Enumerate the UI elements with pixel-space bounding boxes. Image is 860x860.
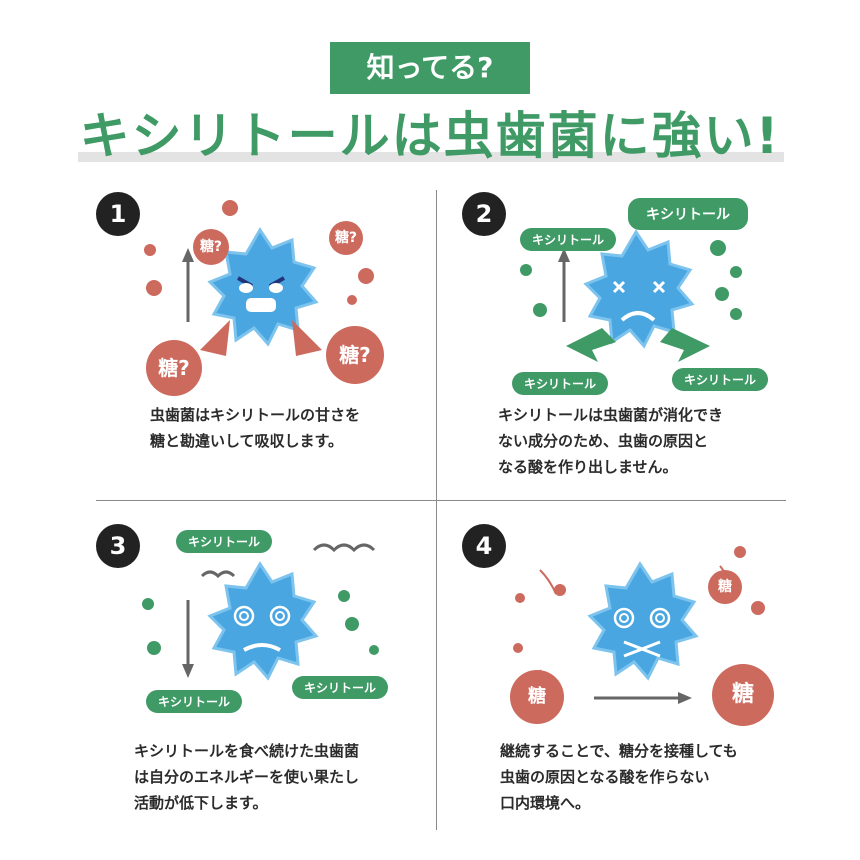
xylitol-tag: キシリトール xyxy=(512,372,609,395)
horizontal-divider xyxy=(96,500,786,501)
caption-2: キシリトールは虫歯菌が消化でき ない成分のため、虫歯の原因と なる酸を作り出しま… xyxy=(498,406,724,476)
xylitol-tag: キシリトール xyxy=(176,530,273,553)
caption-4: 継続することで、糖分を接種しても 虫歯の原因となる酸を作らない 口内環境へ。 xyxy=(500,742,738,812)
bacteria-defeated-illustration xyxy=(520,229,742,362)
caption-3: キシリトールを食べ続けた虫歯菌 は自分のエネルギーを使い果たし 活動が低下します… xyxy=(134,742,360,812)
step-number-4: 4 xyxy=(462,524,506,568)
caption-1: 虫歯菌はキシリトールの甘さを 糖と勘違いして吸収します。 xyxy=(150,406,361,450)
bacteria-angry-illustration xyxy=(144,200,374,356)
sugar-bubble: 糖 xyxy=(712,664,774,726)
sugar-bubble: 糖? xyxy=(193,229,229,265)
xylitol-tag: キシリトール xyxy=(292,676,389,699)
sugar-bubble: 糖 xyxy=(708,570,742,604)
step-number-1: 1 xyxy=(96,192,140,236)
sugar-bubble: 糖? xyxy=(329,221,363,255)
bacteria-dizzy-illustration xyxy=(142,543,379,681)
bacteria-calm-illustration xyxy=(513,546,765,711)
sugar-bubble: 糖 xyxy=(510,670,564,724)
xylitol-tag: キシリトール xyxy=(146,690,243,713)
step-number-3: 3 xyxy=(96,524,140,568)
xylitol-tag: キシリトール xyxy=(672,368,769,391)
sugar-bubble: 糖? xyxy=(146,340,202,396)
header-badge: 知ってる? xyxy=(330,42,530,94)
title-underline xyxy=(78,152,784,162)
page-title: キシリトールは虫歯菌に強い! xyxy=(79,107,781,165)
sugar-bubble: 糖? xyxy=(326,326,384,384)
step-number-2: 2 xyxy=(462,192,506,236)
xylitol-tag: キシリトール xyxy=(520,228,617,251)
xylitol-tag: キシリトール xyxy=(628,198,748,230)
vertical-divider xyxy=(436,190,437,830)
